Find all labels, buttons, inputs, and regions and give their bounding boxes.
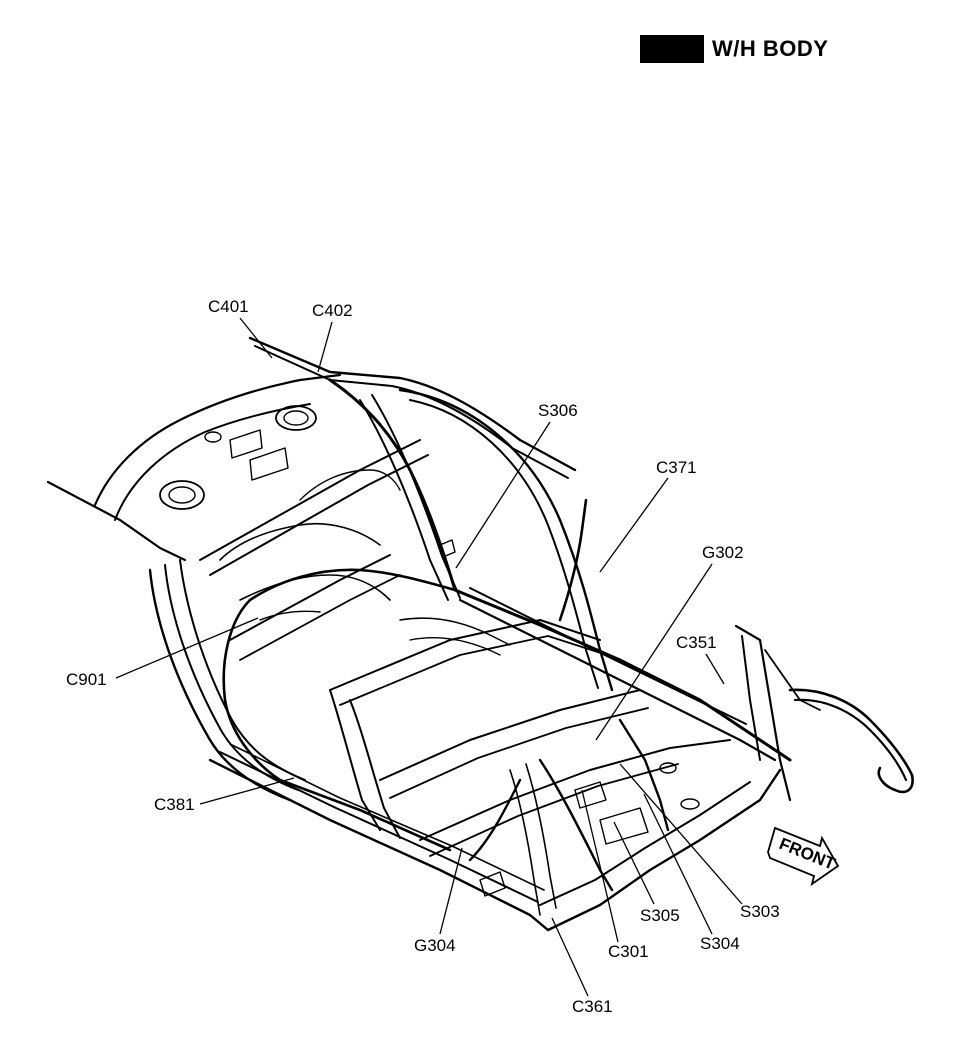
leader-c901 bbox=[115, 617, 259, 679]
front-direction-arrow: FRONT bbox=[767, 826, 840, 887]
leader-c402 bbox=[317, 321, 333, 373]
leader-c351 bbox=[705, 653, 725, 685]
leader-c361 bbox=[551, 917, 589, 997]
callouts: C401 C402 S306 C371 G302 C351 C901 C381 … bbox=[66, 297, 780, 1016]
callout-s303: S303 bbox=[740, 902, 780, 921]
callout-s306: S306 bbox=[538, 401, 578, 420]
leader-c301 bbox=[581, 789, 619, 943]
callout-c361: C361 bbox=[572, 997, 613, 1016]
leader-g304 bbox=[439, 847, 463, 935]
leader-c371 bbox=[599, 477, 669, 573]
leader-s304 bbox=[643, 793, 713, 935]
callout-s304: S304 bbox=[700, 934, 740, 953]
callout-c401: C401 bbox=[208, 297, 249, 316]
callout-c351: C351 bbox=[676, 633, 717, 652]
leader-s303 bbox=[619, 763, 743, 905]
header-badge bbox=[640, 35, 704, 63]
callout-c402: C402 bbox=[312, 301, 353, 320]
callout-g304: G304 bbox=[414, 936, 456, 955]
leader-s306 bbox=[455, 421, 551, 569]
callout-c381: C381 bbox=[154, 795, 195, 814]
leader-s305 bbox=[613, 821, 655, 905]
callout-c371: C371 bbox=[656, 458, 697, 477]
leader-c381 bbox=[199, 777, 295, 805]
callout-g302: G302 bbox=[702, 543, 744, 562]
callout-s305: S305 bbox=[640, 906, 680, 925]
callout-c301: C301 bbox=[608, 942, 649, 961]
wiring-harness bbox=[222, 378, 914, 892]
callout-c901: C901 bbox=[66, 670, 107, 689]
leader-c401 bbox=[239, 317, 273, 359]
leader-g302 bbox=[595, 563, 713, 741]
page-title: W/H BODY bbox=[712, 36, 829, 61]
